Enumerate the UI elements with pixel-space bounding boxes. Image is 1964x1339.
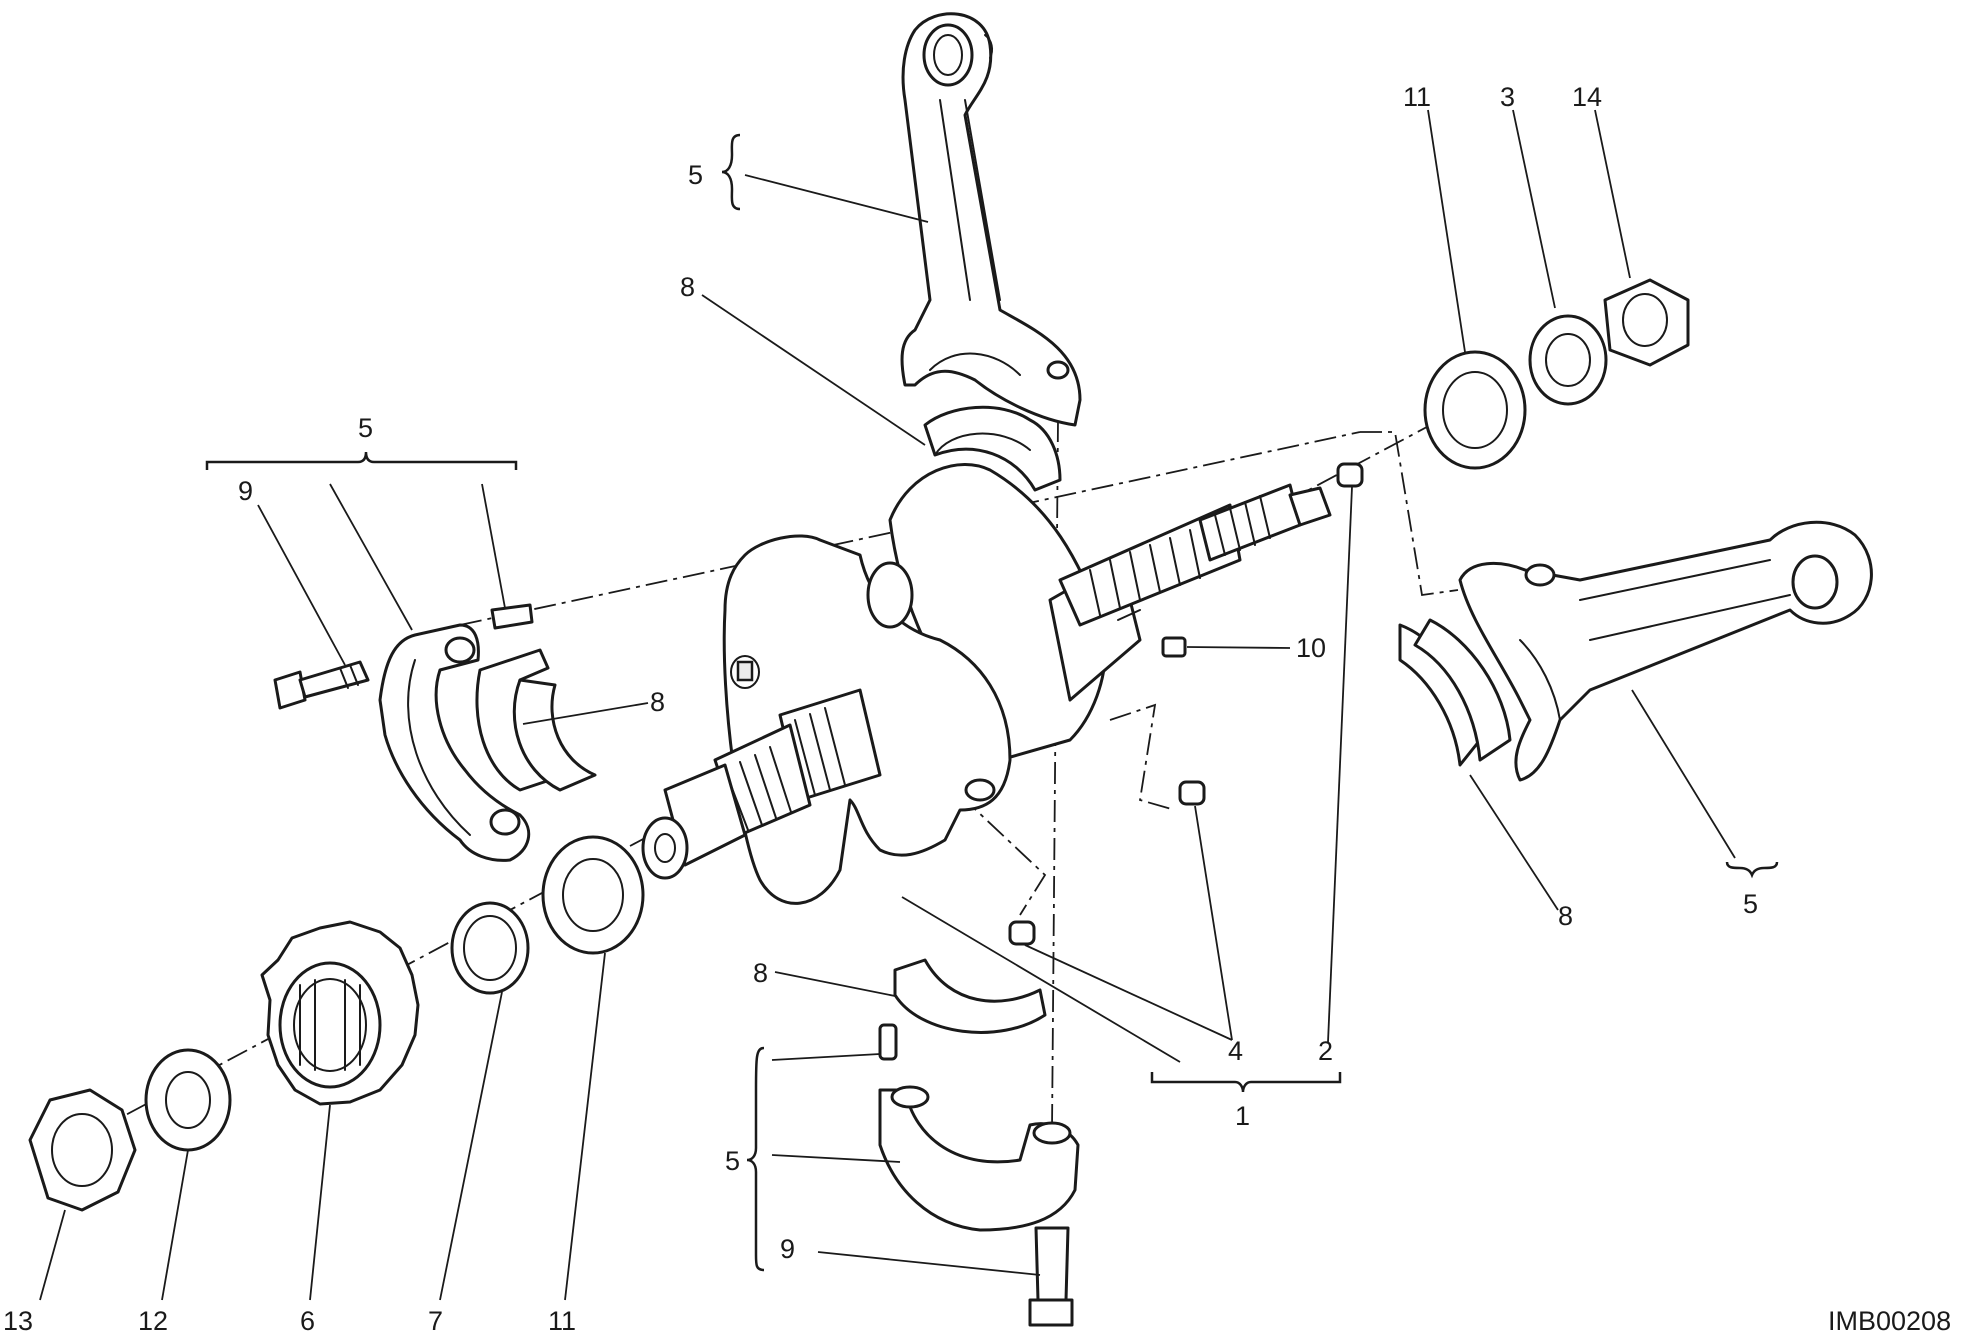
connecting-rod-top [900, 12, 1082, 427]
label-spacer: 7 [428, 1306, 443, 1336]
label-shell-right: 8 [1558, 901, 1573, 931]
label-shell-left: 8 [650, 687, 665, 717]
bearing-shell-left [475, 648, 597, 792]
nut-right [1603, 278, 1690, 367]
thrust-washer-right [1423, 350, 1527, 470]
label-conrod-top-group: 5 [688, 160, 703, 190]
nut-left [28, 1088, 137, 1212]
label-crankshaft-group: 1 [1235, 1101, 1250, 1131]
spacer [450, 901, 530, 995]
leader-lines [39, 109, 1736, 1301]
label-shell-top: 8 [680, 272, 695, 302]
bearing-shell-bottom [893, 958, 1047, 1034]
label-cap-left-group: 5 [358, 413, 373, 443]
crankshaft [641, 462, 1332, 905]
connecting-rod-right [1458, 520, 1873, 782]
drawing-code: IMB00208 [1828, 1306, 1951, 1336]
oil-plug-mid [1178, 780, 1206, 806]
callout-labels: 5 8 11 3 14 5 9 8 10 8 5 8 4 2 1 5 9 13 … [3, 82, 1758, 1336]
bearing-right [1528, 314, 1608, 406]
rod-cap-bottom [878, 1085, 1080, 1232]
lock-washer [144, 1048, 232, 1152]
label-plug-top: 2 [1318, 1036, 1333, 1066]
label-plugs: 4 [1228, 1036, 1243, 1066]
group-braces [205, 133, 1779, 1272]
label-nut-left: 13 [3, 1306, 33, 1336]
dowel-pin-bottom [878, 1023, 898, 1061]
label-lockwasher: 12 [138, 1306, 168, 1336]
rod-bolt-left [273, 660, 370, 710]
label-bolt-bottom: 9 [780, 1234, 795, 1264]
label-nut-right: 14 [1572, 82, 1602, 112]
label-conrod-right-group: 5 [1743, 889, 1758, 919]
key [1161, 636, 1187, 658]
label-shell-bottom: 8 [753, 958, 768, 988]
gear [260, 920, 420, 1106]
label-gear: 6 [300, 1306, 315, 1336]
bearing-shell-right [1398, 618, 1512, 767]
dowel-pin-left [490, 603, 534, 630]
thrust-washer-left [541, 835, 645, 955]
bearing-shell-top [923, 405, 1062, 492]
label-washer-left: 11 [548, 1306, 576, 1336]
rod-cap-left [378, 623, 531, 862]
rod-bolt-bottom [1028, 1226, 1074, 1327]
label-bearing-right: 3 [1500, 82, 1515, 112]
label-key: 10 [1296, 633, 1326, 663]
label-cap-bottom-group: 5 [725, 1146, 740, 1176]
label-bolt-left: 9 [238, 476, 253, 506]
oil-plug-top [1336, 462, 1364, 488]
oil-plug-low [1008, 920, 1036, 946]
label-washer-right: 11 [1403, 82, 1431, 112]
